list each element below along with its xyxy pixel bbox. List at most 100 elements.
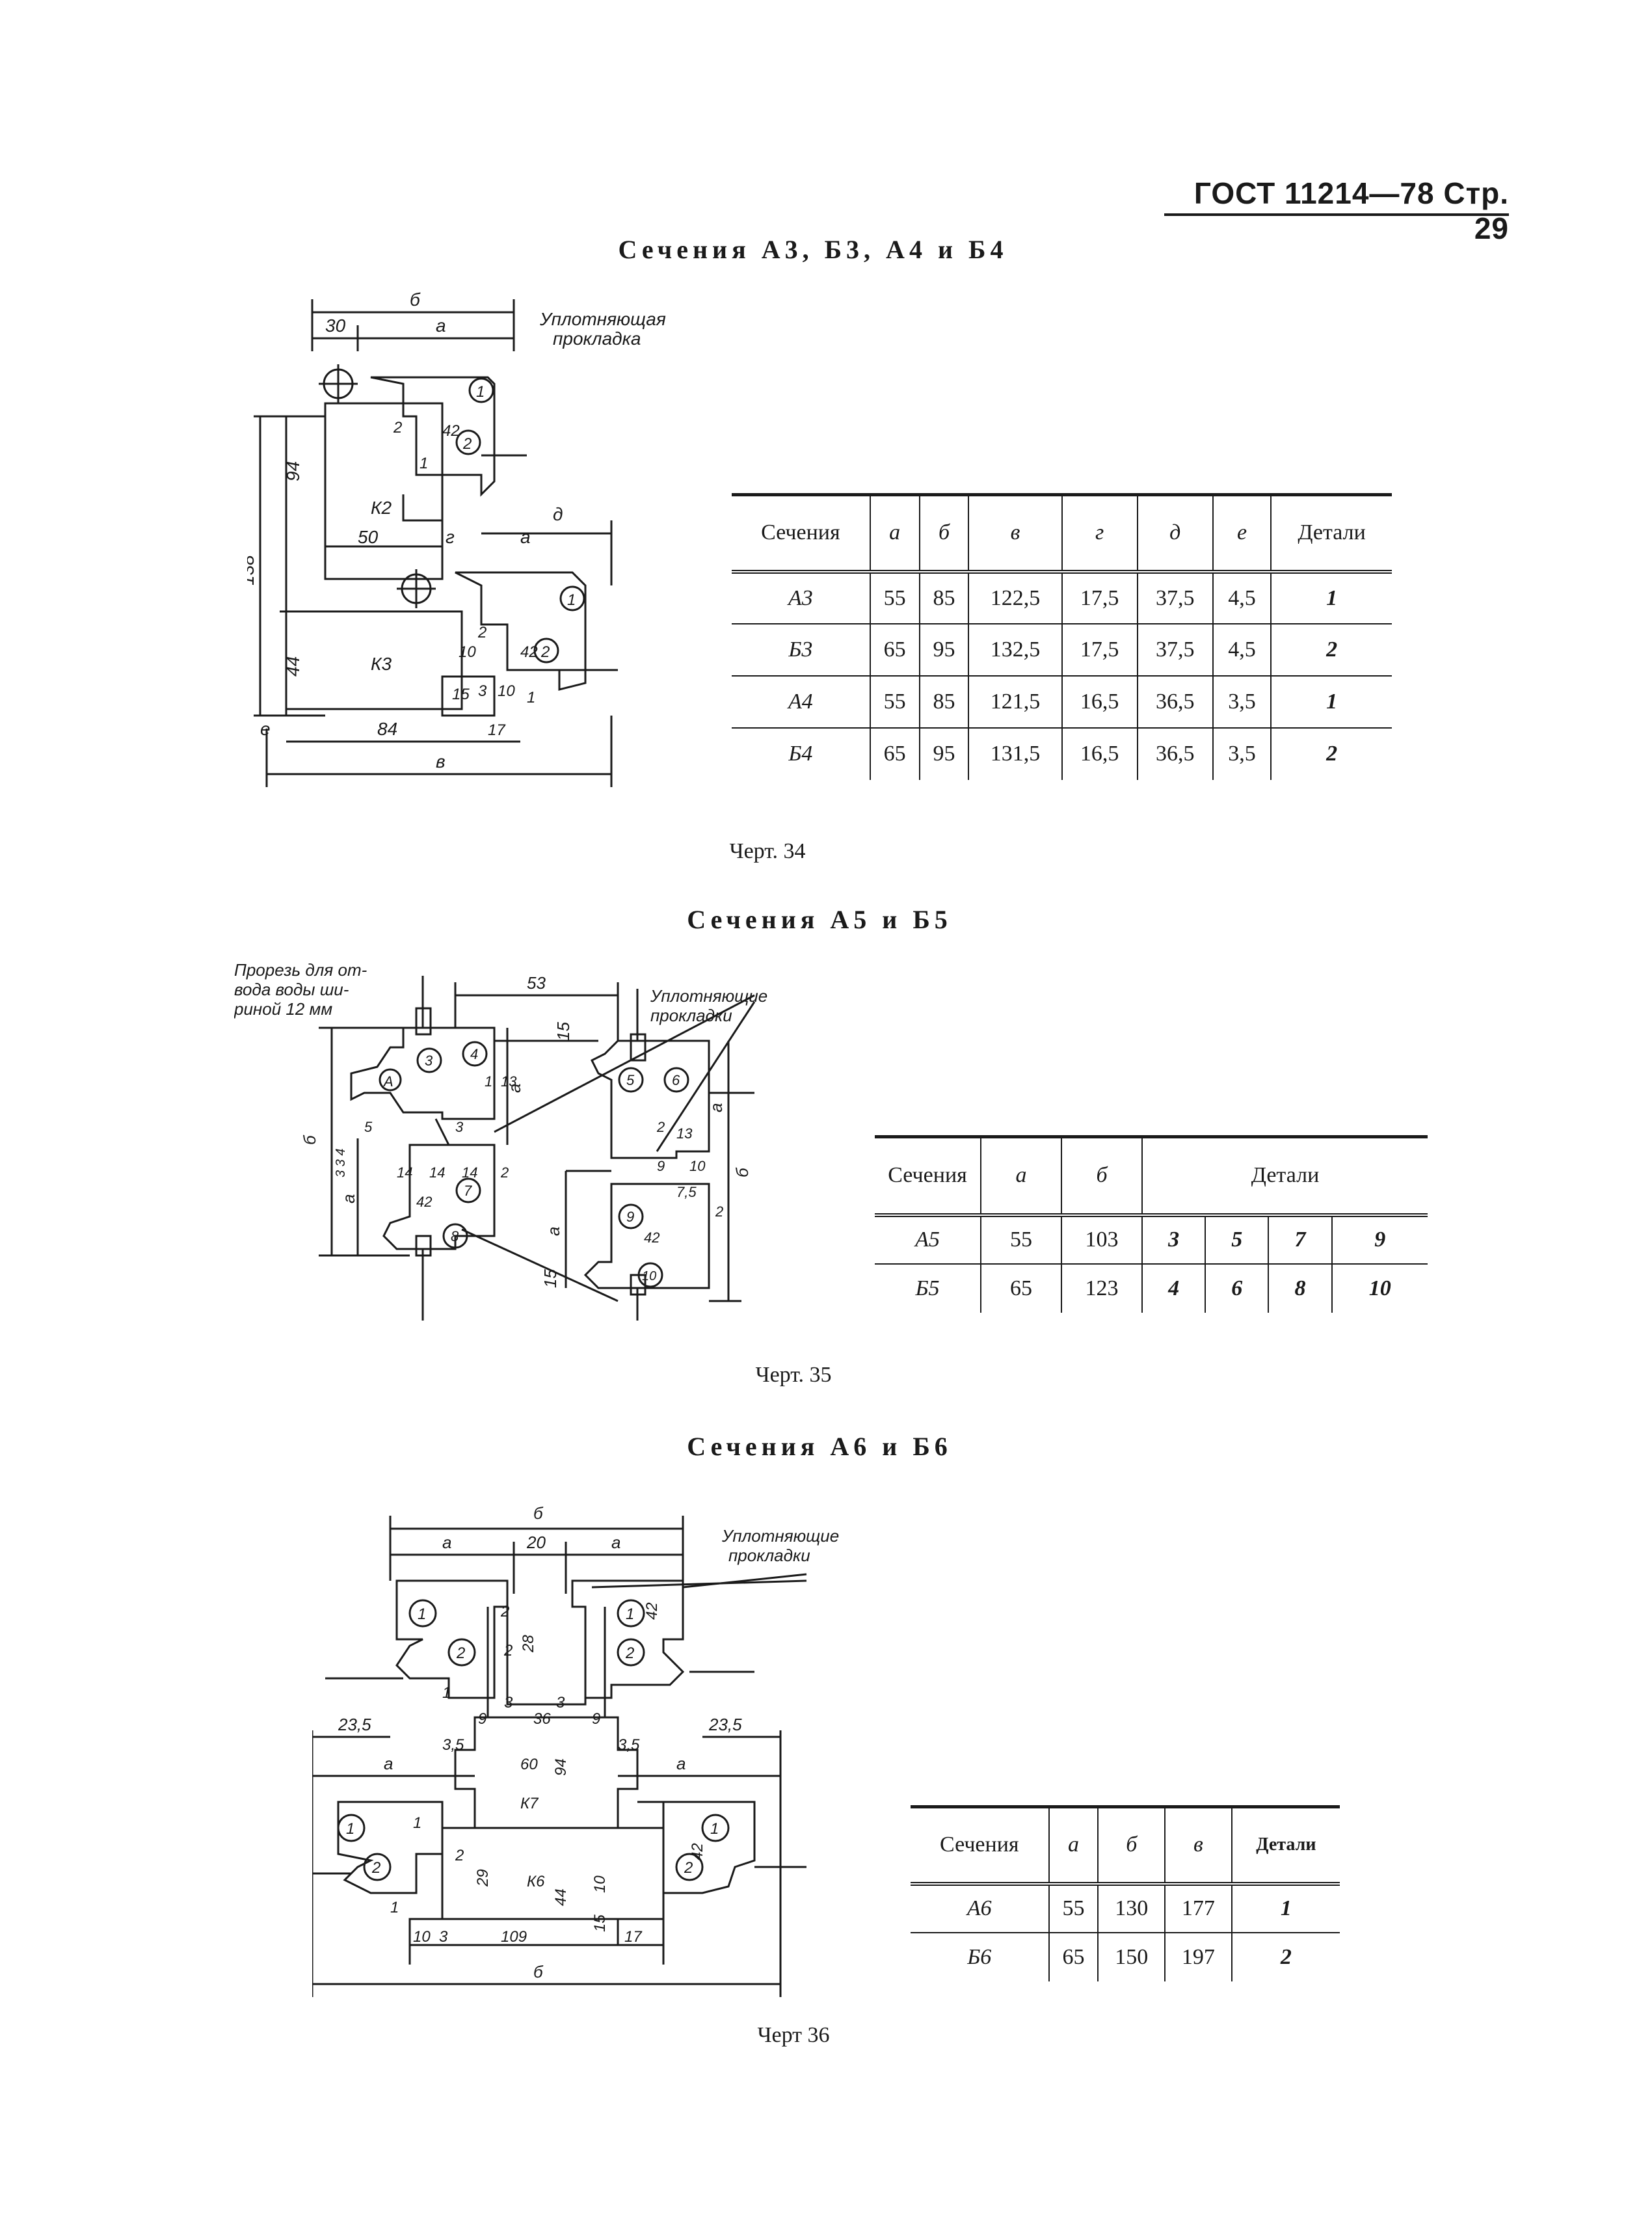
fig35-table: Сечения а б Детали А5 55 103 3 5 7 9 Б5 … <box>875 1135 1428 1313</box>
fig34-label-d: д <box>553 504 563 524</box>
fig36-label-k6: К6 <box>527 1873 545 1890</box>
fig36-drawing: б а 20 а Уплотняющие прокладки 23,5 23,5… <box>312 1490 885 2010</box>
fig35-label-334: 3 3 4 <box>334 1149 348 1177</box>
fig35-th-a: а <box>980 1136 1061 1217</box>
fig36-label-1a: 1 <box>442 1684 451 1702</box>
fig34-label-17: 17 <box>488 721 506 739</box>
fig36-label-b-top: б <box>533 1503 544 1523</box>
table-cell: 3,5 <box>1212 727 1272 780</box>
table-cell: 1 <box>1270 571 1392 624</box>
fig36-detail-2a: 2 <box>456 1644 465 1662</box>
fig36-label-94: 94 <box>552 1758 570 1776</box>
table-cell: 6 <box>1205 1263 1269 1313</box>
fig36-detail-2d: 2 <box>684 1859 693 1877</box>
fig34-label-44: 44 <box>283 656 303 677</box>
fig35-detail-8: 8 <box>451 1228 459 1244</box>
table-row: Б4 65 95 131,5 16,5 36,5 3,5 2 <box>732 727 1392 780</box>
fig36-label-1c: 1 <box>390 1899 399 1916</box>
fig34-caption: Черт. 34 <box>729 839 806 863</box>
fig34-label-k3: К3 <box>371 654 392 674</box>
fig35-label-a3: а <box>544 1227 563 1236</box>
fig36-label-235b: 23,5 <box>708 1715 742 1734</box>
fig34-label-1b: 1 <box>527 689 535 706</box>
table-cell: 5 <box>1205 1215 1269 1264</box>
table-cell: А6 <box>966 1896 992 1920</box>
table-cell: 8 <box>1268 1263 1332 1313</box>
fig36-label-28: 28 <box>520 1635 537 1653</box>
table-row: А3 55 85 122,5 17,5 37,5 4,5 1 <box>732 571 1392 624</box>
fig36-th-details: Детали <box>1231 1806 1340 1886</box>
fig35-detail-3: 3 <box>425 1053 433 1069</box>
fig36-label-35a: 3,5 <box>442 1736 464 1754</box>
table-cell: 121,5 <box>968 675 1062 728</box>
table-row: Б3 65 95 132,5 17,5 37,5 4,5 2 <box>732 623 1392 676</box>
table-cell: 17,5 <box>1061 571 1138 624</box>
fig36-label-3b: 3 <box>556 1694 565 1711</box>
table-cell: 3 <box>1141 1215 1206 1264</box>
fig34-label-e: е <box>260 719 271 739</box>
fig36-label-3c: 3 <box>439 1928 448 1946</box>
table-cell: 131,5 <box>968 727 1062 780</box>
table-row: А5 55 103 3 5 7 9 <box>875 1215 1428 1264</box>
fig35-th-details: Детали <box>1141 1136 1428 1217</box>
fig36-th-a: а <box>1048 1806 1099 1886</box>
table-cell: 177 <box>1164 1883 1232 1933</box>
table-cell: 9 <box>1331 1215 1428 1264</box>
fig36-label-2a: 2 <box>500 1603 509 1620</box>
fig36-label-42b: 42 <box>689 1843 706 1860</box>
fig35-detail-9: 9 <box>626 1209 634 1225</box>
fig35-th-b: б <box>1061 1136 1142 1217</box>
fig35-label-seal1: Уплотняющие <box>650 986 767 1006</box>
table-cell: Б4 <box>788 742 813 766</box>
fig35-label-slot3: риной 12 мм <box>234 999 332 1019</box>
fig36-label-2b: 2 <box>503 1642 513 1659</box>
fig35-label-13b: 13 <box>676 1125 693 1142</box>
fig35-label-2c: 2 <box>715 1203 723 1220</box>
fig34-table: Сечения а б в г д е Детали А3 55 85 122,… <box>732 493 1392 780</box>
fig36-th-v: в <box>1164 1806 1232 1886</box>
fig36-label-b-bot: б <box>533 1962 544 1981</box>
table-cell: Б5 <box>915 1276 940 1300</box>
table-cell: 132,5 <box>968 623 1062 676</box>
table-cell: 2 <box>1231 1932 1340 1981</box>
fig34-drawing: б 30 а Уплотняющая прокладка 138 94 44 К… <box>247 286 702 807</box>
fig35-label-10: 10 <box>689 1158 706 1174</box>
fig35-label-slot1: Прорезь для от- <box>234 960 367 980</box>
fig36-th-b: б <box>1097 1806 1166 1886</box>
fig36-label-17: 17 <box>624 1928 643 1946</box>
fig35-label-9: 9 <box>657 1158 665 1174</box>
fig34-detail-2a: 2 <box>462 435 472 453</box>
fig36-label-44: 44 <box>552 1888 570 1906</box>
fig36-label-10: 10 <box>591 1875 609 1893</box>
table-cell: 197 <box>1164 1932 1232 1981</box>
table-cell: 85 <box>918 571 969 624</box>
fig34-label-10b: 10 <box>498 682 515 700</box>
fig36-label-36: 36 <box>533 1710 551 1728</box>
fig35-detail-6: 6 <box>672 1072 680 1088</box>
table-cell: 65 <box>869 623 920 676</box>
fig34-label-10a: 10 <box>459 643 476 661</box>
fig34-detail-2b: 2 <box>540 643 550 661</box>
fig35-label-b2: б <box>732 1167 752 1177</box>
fig35-drawing: Прорезь для от- вода воды ши- риной 12 м… <box>234 956 819 1347</box>
fig35-label-2b: 2 <box>656 1119 665 1135</box>
fig35-label-2a: 2 <box>500 1164 509 1181</box>
fig34-th-details: Детали <box>1270 494 1392 574</box>
fig36-label-15: 15 <box>591 1914 609 1932</box>
fig35-label-75: 7,5 <box>676 1184 697 1200</box>
fig36-detail-1d: 1 <box>710 1820 719 1838</box>
fig34-label-15: 15 <box>452 686 470 703</box>
fig36-label-seal1: Уплотняющие <box>721 1526 839 1546</box>
table-row: А4 55 85 121,5 16,5 36,5 3,5 1 <box>732 675 1392 728</box>
header-rule <box>1164 213 1509 216</box>
table-cell: 122,5 <box>968 571 1062 624</box>
table-cell: 150 <box>1097 1932 1166 1981</box>
fig35-label-42a: 42 <box>416 1194 432 1210</box>
fig35-detail-5: 5 <box>626 1072 635 1088</box>
fig35-label-13a: 13 <box>501 1073 517 1090</box>
fig34-label-1a: 1 <box>420 455 428 472</box>
fig36-label-42a: 42 <box>643 1602 661 1620</box>
fig35-label-A: А <box>382 1073 393 1090</box>
table-cell: 36,5 <box>1136 727 1213 780</box>
fig34-label-a: а <box>436 315 446 336</box>
